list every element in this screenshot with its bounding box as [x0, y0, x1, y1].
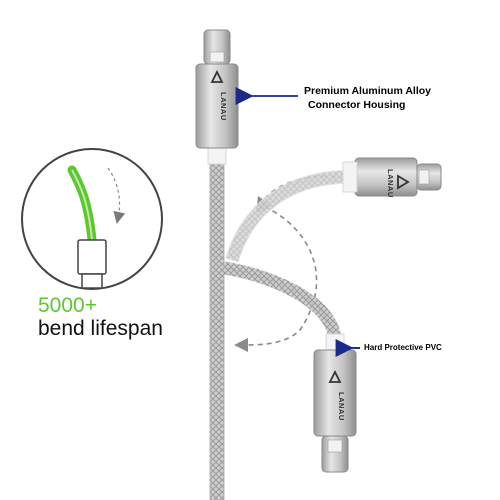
housing-callout-line2: Connector Housing: [308, 99, 406, 111]
pvc-callout: Hard Protective PVC: [364, 343, 442, 352]
housing-callout: Premium Aluminum Alloy Connector Housing: [304, 84, 431, 112]
lanau-logo-icon: [328, 369, 342, 383]
brand-label-bottom: LANAU: [337, 392, 346, 421]
lanau-logo-icon: [397, 174, 410, 190]
right-connector: LANAU: [342, 157, 442, 198]
cable-main: [207, 147, 227, 500]
lanau-logo-icon: [210, 69, 224, 83]
brand-label-right: LANAU: [386, 169, 395, 198]
top-connector: LANAU: [195, 29, 239, 149]
bottom-connector: LANAU: [313, 333, 357, 473]
brand-label-top: LANAU: [219, 92, 228, 121]
bend-count: 5000+: [38, 294, 97, 317]
cable-curve-lower: [222, 261, 342, 340]
bend-inset: [21, 148, 163, 290]
housing-callout-line1: Premium Aluminum Alloy: [304, 85, 431, 97]
bend-label: bend lifespan: [38, 317, 163, 340]
arc-arrowhead-bottom: [234, 338, 248, 352]
